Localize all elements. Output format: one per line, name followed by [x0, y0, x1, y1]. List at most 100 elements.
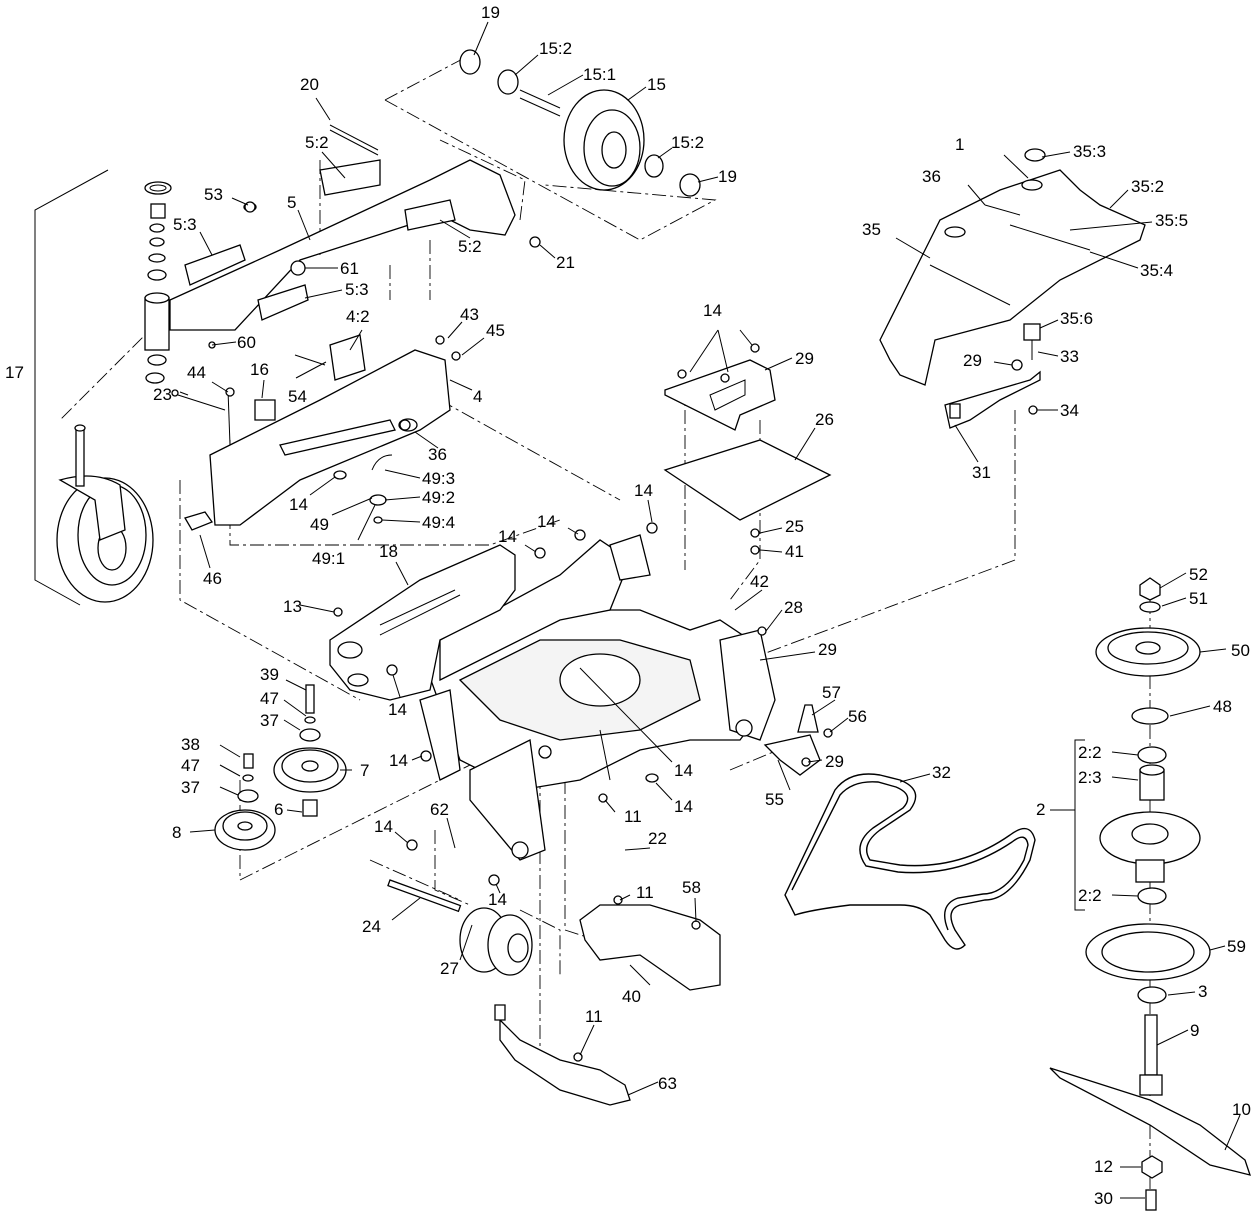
- callout: 35:5: [1155, 211, 1188, 230]
- callout: 14: [537, 512, 556, 531]
- callout: 49:3: [422, 469, 455, 488]
- hardware: [171, 201, 1038, 1062]
- callout: 14: [674, 797, 693, 816]
- callout: 36: [922, 167, 941, 186]
- callout: 53: [204, 185, 223, 204]
- callout: 31: [972, 463, 991, 482]
- callout: 14: [674, 761, 693, 780]
- callout: 35: [862, 220, 881, 239]
- callout: 54: [288, 387, 307, 406]
- callout: 23: [153, 385, 172, 404]
- callout: 14: [498, 527, 517, 546]
- callout: 13: [283, 597, 302, 616]
- callout: 16: [250, 360, 269, 379]
- callout: 40: [622, 987, 641, 1006]
- callout: 7: [360, 761, 369, 780]
- callout: 19: [481, 3, 500, 22]
- callout: 15:2: [671, 133, 704, 152]
- callout: 52: [1189, 565, 1208, 584]
- callout: 34: [1060, 401, 1079, 420]
- callout: 25: [785, 517, 804, 536]
- callout: 14: [289, 495, 308, 514]
- callout: 14: [389, 751, 408, 770]
- callout: 8: [172, 823, 181, 842]
- callout: 24: [362, 917, 381, 936]
- callout: 35:6: [1060, 309, 1093, 328]
- callout: 12: [1094, 1157, 1113, 1176]
- callout: 55: [765, 790, 784, 809]
- callout: 14: [634, 481, 653, 500]
- callout: 48: [1213, 697, 1232, 716]
- callout: 36: [428, 445, 447, 464]
- callout: 49:4: [422, 513, 455, 532]
- discharge-chute: [329, 544, 516, 701]
- callout: 22: [648, 829, 667, 848]
- callout: 28: [784, 598, 803, 617]
- drive-belt: [784, 773, 1036, 950]
- callout: 62: [430, 800, 449, 819]
- callout: 14: [703, 301, 722, 320]
- callout: 32: [932, 763, 951, 782]
- callout: 14: [374, 817, 393, 836]
- callout: 44: [187, 363, 206, 382]
- callout: 2:2: [1078, 743, 1102, 762]
- deck-cover: [879, 148, 1146, 429]
- baffles: [494, 904, 721, 1106]
- callout: 41: [785, 542, 804, 561]
- callout: 63: [658, 1074, 677, 1093]
- callout: 4:2: [346, 307, 370, 326]
- caster-arm: [169, 124, 516, 331]
- callout: 58: [682, 878, 701, 897]
- callout: 27: [440, 959, 459, 978]
- callout: 14: [388, 700, 407, 719]
- callout: 21: [556, 253, 575, 272]
- callout: 49: [310, 515, 329, 534]
- callout: 5:3: [173, 215, 197, 234]
- callout: 29: [795, 349, 814, 368]
- callout: 9: [1190, 1021, 1199, 1040]
- callout: 45: [486, 321, 505, 340]
- callout: 43: [460, 305, 479, 324]
- deck-housing: [419, 534, 776, 861]
- callout: 29: [963, 351, 982, 370]
- callout: 5:2: [458, 237, 482, 256]
- spindle-assembly: [1049, 577, 1251, 1211]
- callout: 42: [750, 572, 769, 591]
- callout: 2:3: [1078, 768, 1102, 787]
- callout: 15: [647, 75, 666, 94]
- callout: 33: [1060, 347, 1079, 366]
- callout: 18: [379, 542, 398, 561]
- callout: 10: [1232, 1100, 1251, 1119]
- callout: 3: [1198, 982, 1207, 1001]
- callout: 47: [260, 689, 279, 708]
- callout: 29: [818, 640, 837, 659]
- callout: 37: [260, 711, 279, 730]
- caster-spindle-parts: [144, 181, 172, 384]
- callout: 49:2: [422, 488, 455, 507]
- callout: 29: [825, 752, 844, 771]
- callout: 11: [585, 1007, 603, 1026]
- callout: 59: [1227, 937, 1246, 956]
- callout: 35:3: [1073, 142, 1106, 161]
- callout-leaders: [179, 21, 1241, 1199]
- callout: 61: [340, 259, 359, 278]
- callout: 49:1: [312, 549, 345, 568]
- callout: 50: [1231, 641, 1250, 660]
- callout: 6: [274, 800, 283, 819]
- callout: 4: [473, 387, 482, 406]
- callout: 17: [5, 363, 24, 382]
- callout: 51: [1189, 589, 1208, 608]
- callout: 47: [181, 756, 200, 775]
- callout: 20: [300, 75, 319, 94]
- callout: 35:4: [1140, 261, 1173, 280]
- callout: 35:2: [1131, 177, 1164, 196]
- callout-labels: 19 15:2 15:1 15 15:2 19 20 5:2 5 53 5:3 …: [5, 3, 1251, 1208]
- callout: 26: [815, 410, 834, 429]
- callout: 15:2: [539, 39, 572, 58]
- callout: 11: [636, 883, 654, 902]
- callout: 19: [718, 167, 737, 186]
- callout: 14: [488, 890, 507, 909]
- caster-wheel: [34, 169, 154, 606]
- callout: 30: [1094, 1189, 1113, 1208]
